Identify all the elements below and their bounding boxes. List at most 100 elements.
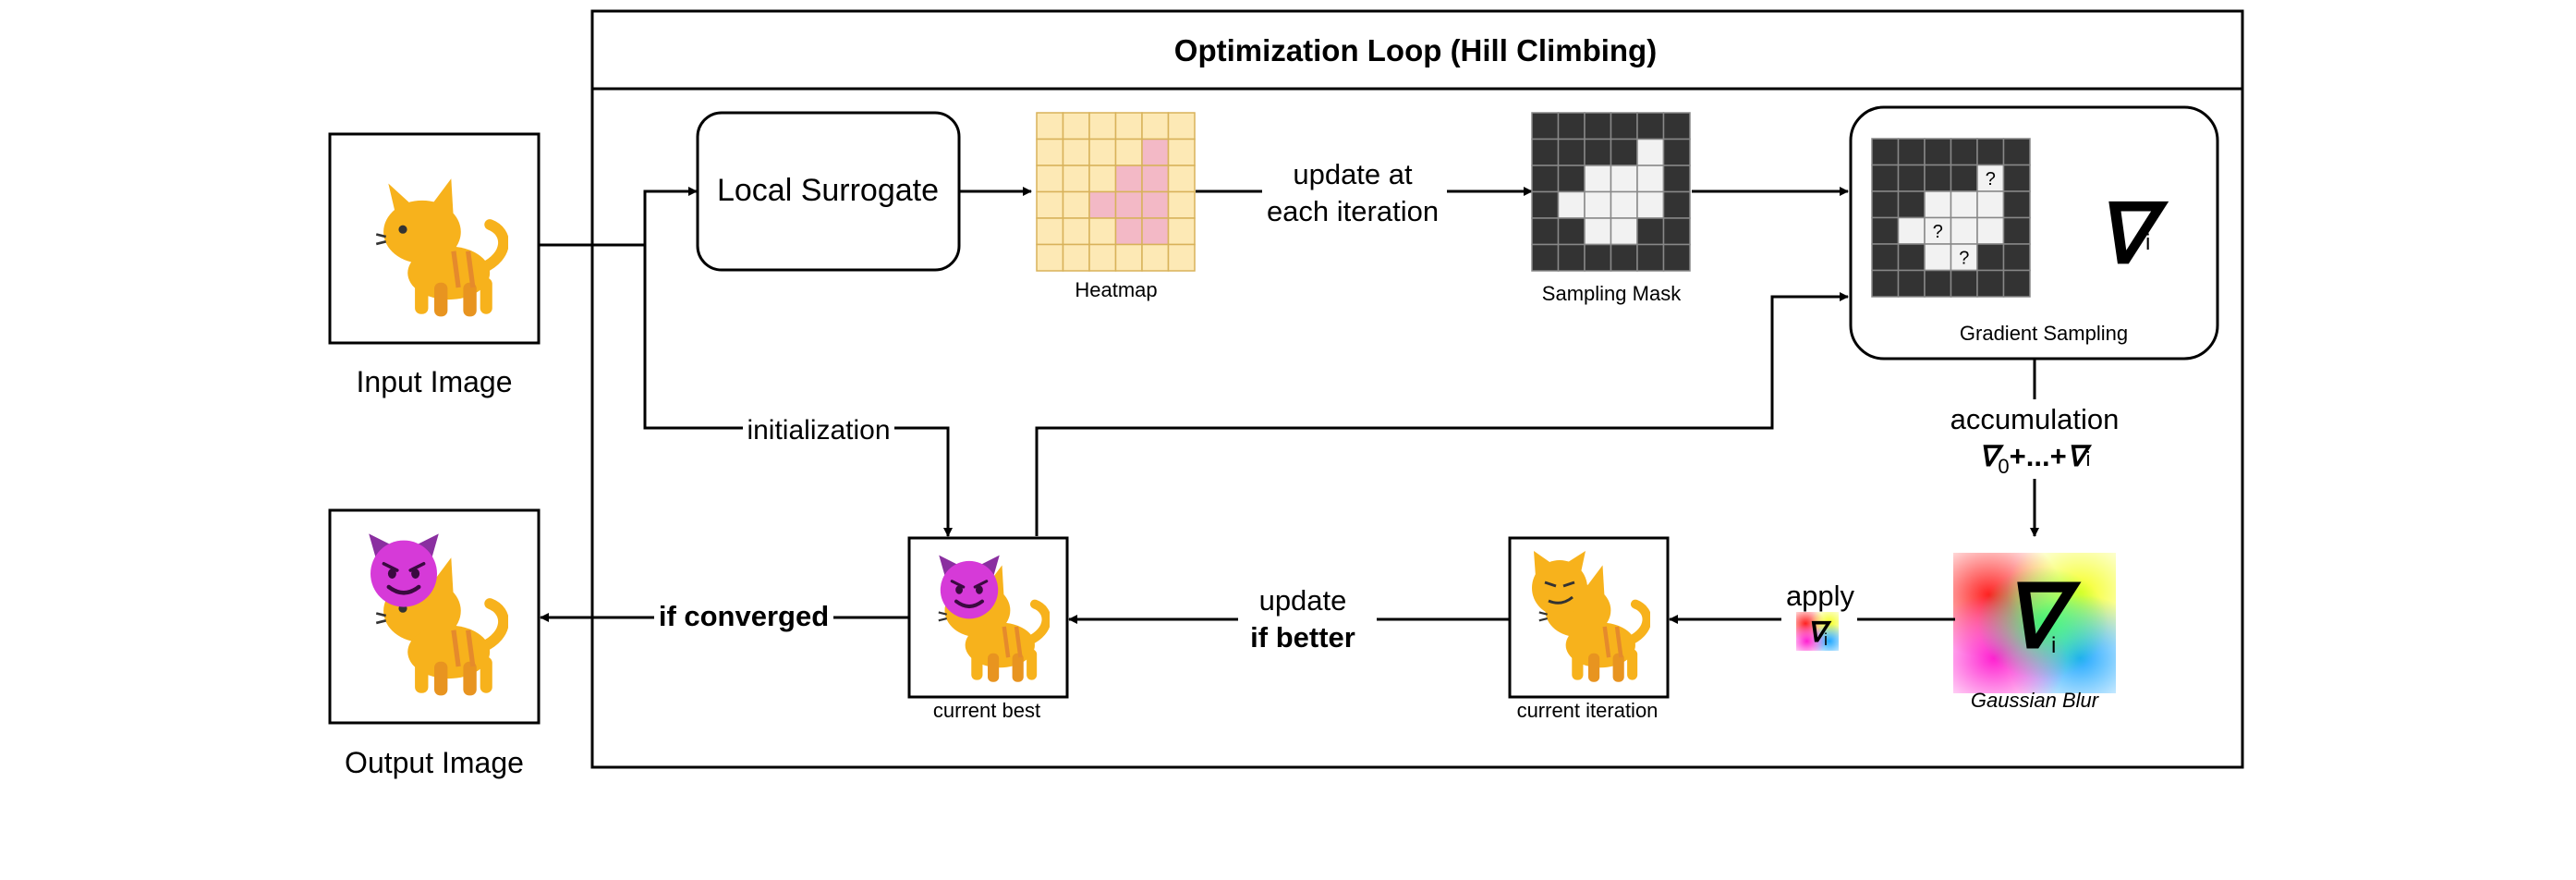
gradient-mask-cell (1897, 269, 1926, 298)
heatmap-cell (1036, 190, 1064, 219)
heatmap-cell (1167, 112, 1196, 141)
unknown-gradient-mark: ? (1959, 248, 1969, 268)
heatmap-cell (1088, 190, 1117, 219)
sampling-mask-cell (1636, 190, 1665, 219)
heatmap-cell (1062, 190, 1090, 219)
sampling-mask-cell (1610, 138, 1638, 166)
gradient-mask-cell (1897, 138, 1926, 166)
gradient-mask-cell (1976, 269, 2005, 298)
gradient-mask-cell (2002, 243, 2031, 272)
sampling-mask-grid (1531, 112, 1691, 272)
sampling-mask-cell (1584, 217, 1612, 246)
sampling-mask-cell (1584, 165, 1612, 193)
initialization-label-bg (743, 412, 894, 446)
heatmap-cell (1141, 165, 1170, 193)
gradient-mask-cell (1924, 269, 1952, 298)
unknown-gradient-mark: ? (1933, 222, 1943, 242)
sampling-mask-cell (1636, 217, 1665, 246)
gradient-sampling-label: Gradient Sampling (1960, 322, 2128, 345)
gradient-mask-cell (1924, 190, 1952, 219)
sampling-mask-cell (1531, 243, 1560, 272)
sampling-mask-cell (1531, 138, 1560, 166)
heatmap-cell (1167, 217, 1196, 246)
gradient-mask-cell (1871, 164, 1900, 192)
sampling-mask-cell (1557, 217, 1586, 246)
sampling-mask-cell (1610, 190, 1638, 219)
input-to-surrogate-edge (539, 187, 698, 247)
heatmap-label: Heatmap (1075, 278, 1157, 301)
gradient-mask-cell (2002, 138, 2031, 166)
gaussian-blur-image (1953, 553, 2116, 693)
sampling-mask-cell (1557, 243, 1586, 272)
heatmap-cell (1141, 217, 1170, 246)
optimization-loop-frame (590, 9, 2244, 769)
gradient-mask-cell (1871, 269, 1900, 298)
heatmap-cell (1141, 243, 1170, 272)
sampling-mask-cell (1662, 243, 1691, 272)
gradient-mask-cell (1924, 164, 1952, 192)
accumulation-sub-0: 0 (1998, 455, 2009, 478)
gradient-mask-cell (1924, 243, 1952, 272)
gradient-mask-cell (1897, 190, 1926, 219)
gradient-mask-cell (1950, 269, 1978, 298)
gradient-mask-cell (1897, 164, 1926, 192)
sampling-mask-cell (1662, 217, 1691, 246)
heatmap-cell (1141, 190, 1170, 219)
current-best-label: current best (933, 699, 1040, 722)
sampling-mask-cell (1584, 243, 1612, 272)
sampling-mask-cell (1584, 112, 1612, 141)
gradient-mask-cell (2002, 190, 2031, 219)
update-label-bg (1262, 153, 1447, 231)
heatmap-cell (1114, 165, 1143, 193)
accumulation-middle: +...+ (2010, 440, 2067, 472)
gradient-mask-grid: ??? (1871, 138, 2031, 298)
heatmap-cell (1114, 138, 1143, 166)
gradient-mask-cell (1924, 216, 1952, 245)
apply-blur-icon (1796, 612, 1839, 651)
gradient-mask-cell (1950, 164, 1978, 192)
heatmap-cell (1036, 243, 1064, 272)
heatmap-cell (1141, 112, 1170, 141)
sampling-mask-cell (1610, 112, 1638, 141)
heatmap-grid (1036, 112, 1196, 272)
output-image-label: Output Image (345, 746, 524, 779)
gradient-mask-cell (1976, 216, 2005, 245)
sampling-mask-cell (1636, 243, 1665, 272)
gradient-mask-cell (1950, 216, 1978, 245)
gradient-mask-cell (1871, 243, 1900, 272)
heatmap-cell (1088, 138, 1117, 166)
sampling-mask-cell (1662, 112, 1691, 141)
sampling-mask-cell (1557, 165, 1586, 193)
best-to-gradient-edge (1035, 292, 1849, 536)
accumulation-label: accumulation (1950, 403, 2120, 435)
sampling-mask-cell (1557, 112, 1586, 141)
unknown-gradient-mark: ? (1986, 169, 1996, 189)
sampling-mask-cell (1531, 217, 1560, 246)
converged-label-bg (654, 595, 833, 636)
update-better-label-bg (1238, 579, 1377, 656)
loop-title: Optimization Loop (Hill Climbing) (1174, 33, 1657, 67)
sampling-mask-cell (1636, 165, 1665, 193)
sampling-mask-cell (1662, 138, 1691, 166)
current-best-devil-face-icon (937, 553, 1002, 621)
heatmap-cell (1062, 217, 1090, 246)
gradient-mask-cell (1976, 190, 2005, 219)
gradient-mask-cell (2002, 216, 2031, 245)
sampling-mask-cell (1662, 165, 1691, 193)
heatmap-cell (1088, 217, 1117, 246)
blur-nabla-subscript: i (2051, 633, 2056, 658)
update-label-line2: each iteration (1267, 195, 1439, 227)
gradient-mask-cell (1871, 190, 1900, 219)
update-better-line2: if better (1250, 621, 1355, 654)
initialization-edge (643, 245, 953, 537)
sampling-mask-cell (1610, 217, 1638, 246)
gaussian-blur-label: Gaussian Blur (1971, 689, 2100, 712)
sampling-mask-cell (1610, 165, 1638, 193)
gradient-mask-cell (1950, 190, 1978, 219)
update-better-line1: update (1259, 584, 1347, 617)
gradient-mask-cell (2002, 269, 2031, 298)
apply-nabla-subscript: i (1824, 630, 1828, 649)
gradient-mask-cell (1871, 138, 1900, 166)
heatmap-cell (1062, 112, 1090, 141)
